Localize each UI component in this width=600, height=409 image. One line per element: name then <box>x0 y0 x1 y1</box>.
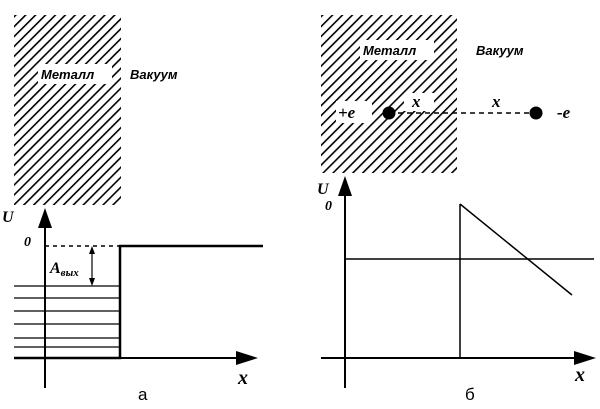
x-axis-label-b: x <box>574 364 585 386</box>
electron-dot-b <box>529 106 543 120</box>
image-charge-label-b: +e <box>338 103 356 122</box>
work-function-subscript-a: вых <box>61 267 80 279</box>
image-charge-dot-b <box>382 106 396 120</box>
metal-label-bg-a <box>38 64 112 84</box>
image-potential-line-b <box>459 203 573 296</box>
u-axis-label-b: U <box>317 181 330 198</box>
u-axis-label-a: U <box>2 209 15 226</box>
work-function-arrowhead-top-a <box>89 246 95 254</box>
caption-a: а <box>138 385 148 404</box>
caption-b: б <box>465 385 475 404</box>
panel-a: Металл Вакуум U x 0 Aвых а <box>2 15 263 404</box>
x-axis-arrow-a <box>236 351 258 365</box>
electron-charge-label-b: -e <box>557 103 571 122</box>
distance-label-right-b: x <box>491 92 501 111</box>
x-axis-arrow-b <box>574 351 596 365</box>
u-axis-arrow-a <box>38 208 52 228</box>
metal-block-a <box>14 15 121 205</box>
vacuum-label-b: Вакуум <box>476 43 524 58</box>
distance-label-left-b: x <box>411 92 421 111</box>
distance-label-bg-b <box>404 93 434 111</box>
potential-step-a <box>14 244 263 360</box>
zero-label-b: 0 <box>325 199 332 214</box>
metal-block-b <box>321 15 457 173</box>
charge-label-bg-b <box>336 101 372 123</box>
work-function-arrowhead-bottom-a <box>89 278 95 286</box>
vacuum-label-a: Вакуум <box>130 67 178 82</box>
x-axis-label-a: x <box>237 367 248 389</box>
metal-label-b: Металл <box>363 43 416 58</box>
metal-label-bg-b <box>360 40 434 60</box>
panel-b: Металл Вакуум +e -e x x U 0 x б <box>317 15 596 404</box>
energy-levels-a <box>14 285 120 348</box>
u-axis-arrow-b <box>338 176 352 196</box>
work-function-label-a: Aвых <box>49 260 79 279</box>
zero-label-a: 0 <box>24 235 31 250</box>
metal-label-a: Металл <box>41 67 94 82</box>
